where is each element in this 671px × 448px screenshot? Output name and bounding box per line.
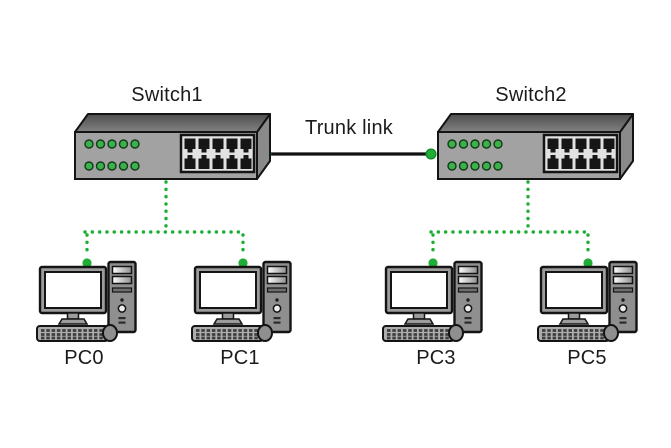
switch-icon <box>436 112 635 181</box>
pc-icon <box>35 260 137 343</box>
pc-icon <box>190 260 292 343</box>
connection-endpoint-dot <box>425 148 437 160</box>
connection-endpoint-dot <box>238 258 248 268</box>
switch2-label: Switch2 <box>495 84 567 106</box>
access-link-dotted-line <box>83 180 247 258</box>
trunk-link-label: Trunk link <box>305 117 393 139</box>
connection-endpoint-dot <box>428 258 438 268</box>
switch-icon <box>73 112 272 181</box>
connection-endpoint-dot <box>583 258 593 268</box>
pc0-label: PC0 <box>64 347 104 369</box>
pc-icon <box>381 260 483 343</box>
pc3-label: PC3 <box>416 347 456 369</box>
pc1-label: PC1 <box>220 347 260 369</box>
pc5-label: PC5 <box>567 347 607 369</box>
access-link-dotted-line <box>429 180 592 258</box>
connection-endpoint-dot <box>82 258 92 268</box>
pc-icon <box>536 260 638 343</box>
switch1-label: Switch1 <box>131 84 203 106</box>
